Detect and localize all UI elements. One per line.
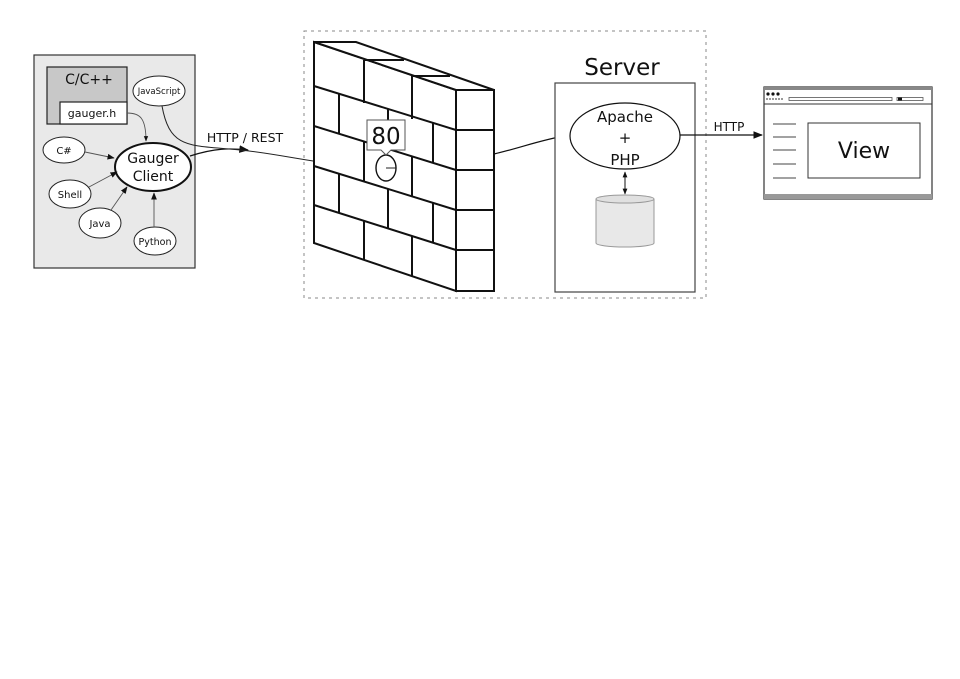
port-callout: 80 (366, 119, 406, 156)
apache-label: Apache (597, 108, 653, 126)
search-bar (896, 97, 924, 101)
edge-shell-to-client (88, 171, 118, 188)
address-bar (788, 97, 893, 101)
java-node (78, 207, 122, 239)
python-label: Python (139, 237, 172, 248)
gauger-client-label-line2: Client (133, 169, 174, 185)
edge-csharp-to-client (84, 151, 115, 160)
csharp-node (42, 136, 86, 164)
cpp-label: C/C++ (65, 72, 113, 88)
gauger-client-label-line1: Gauger (127, 151, 179, 167)
http-label: HTTP (714, 120, 745, 134)
edge-client-to-firewall (189, 145, 249, 157)
client-group: C/C++ gauger.h JavaScript C# Shell Java … (33, 54, 196, 269)
csharp-label: C# (56, 146, 71, 157)
shell-node (48, 179, 92, 209)
edge-java-to-client (110, 186, 128, 211)
java-label: Java (88, 219, 110, 230)
sidebar-lines (773, 123, 796, 179)
http-rest-label: HTTP / REST (207, 130, 284, 145)
edge-gauger-h-to-client (126, 112, 149, 142)
port-label: 80 (371, 124, 400, 150)
server-title: Server (584, 55, 660, 81)
browser-window: View (763, 86, 933, 200)
php-label: PHP (610, 151, 639, 169)
dmz-dashed-box (303, 30, 707, 299)
javascript-label: JavaScript (137, 87, 181, 97)
window-dot-icon (766, 92, 770, 96)
server-group: Server Apache + PHP (554, 55, 696, 293)
javascript-node (132, 75, 186, 107)
python-node (133, 226, 177, 256)
window-dot-icon (771, 92, 775, 96)
database-icon (595, 194, 655, 248)
window-dot-icon (776, 92, 780, 96)
gauger-client-node (114, 142, 192, 192)
view-panel (807, 122, 921, 179)
apache-php-node (569, 102, 681, 170)
firewall-wall (313, 40, 495, 293)
shell-label: Shell (58, 190, 82, 201)
gauger-h-label: gauger.h (68, 107, 116, 120)
view-label: View (838, 139, 890, 164)
apache-plus-label: + (619, 129, 632, 147)
